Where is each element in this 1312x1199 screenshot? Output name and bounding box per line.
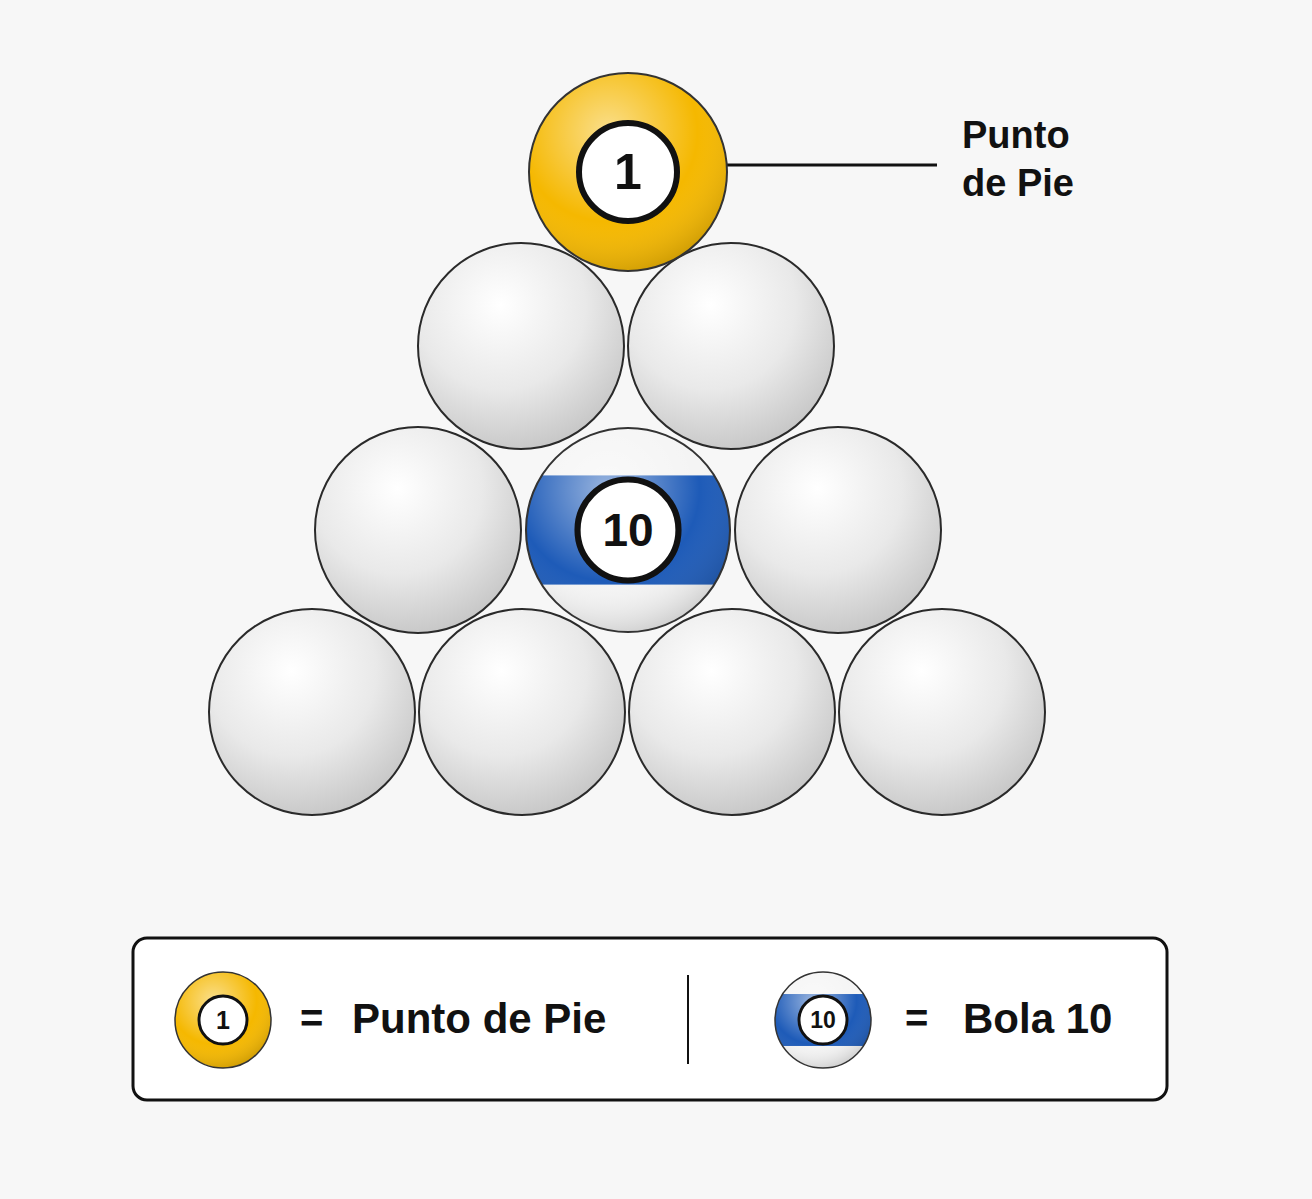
- ball-base: [175, 972, 271, 1068]
- callout-label: Punto de Pie: [962, 112, 1112, 207]
- white-ball: [209, 609, 415, 815]
- white-ball: [629, 609, 835, 815]
- white-ball: [418, 243, 624, 449]
- white-ball: [839, 609, 1045, 815]
- ball-base: [775, 972, 871, 1068]
- ball-number: 10: [525, 427, 731, 633]
- white-balls: [209, 243, 1045, 815]
- ball-number: 1: [528, 72, 728, 272]
- swatch-number: 10: [774, 971, 872, 1069]
- white-ball: [419, 609, 625, 815]
- ball-base: [529, 73, 727, 271]
- white-ball: [315, 427, 521, 633]
- white-ball: [628, 243, 834, 449]
- legend-divider: [687, 975, 689, 1064]
- foot-spot-ball: 1: [528, 72, 728, 272]
- ten-ball: 10: [525, 427, 731, 633]
- ball-base: [526, 428, 730, 632]
- legend-box: [133, 938, 1167, 1100]
- leader-line: [706, 164, 937, 167]
- ball-shade: [526, 428, 730, 632]
- equals-sign: =: [905, 993, 935, 1043]
- equals-sign: =: [300, 993, 330, 1043]
- legend-text: Punto de Pie: [352, 993, 606, 1046]
- white-ball: [735, 427, 941, 633]
- legend-text: Bola 10: [963, 993, 1112, 1046]
- ball-shade: [175, 972, 271, 1068]
- swatch-number: 1: [174, 971, 272, 1069]
- ball-shade: [775, 972, 871, 1068]
- ball-shade: [529, 73, 727, 271]
